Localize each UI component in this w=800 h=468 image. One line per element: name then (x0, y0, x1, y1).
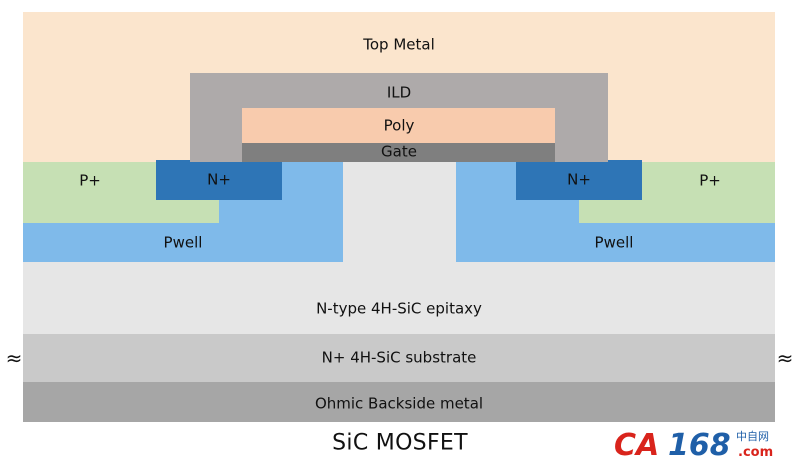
break-mark-left: ≈ (5, 346, 23, 370)
ild-label: ILD (386, 83, 412, 102)
ca168-watermark-logo: CA 168 中自网 .com (614, 428, 773, 463)
logo-letters: CA (614, 428, 659, 463)
n-plus-right-region (516, 160, 642, 200)
n-plus-left-region (156, 160, 282, 200)
epitaxy-label: N-type 4H-SiC epitaxy (316, 299, 482, 318)
backside-metal-layer (23, 382, 775, 422)
substrate-layer (23, 334, 775, 382)
pwell-right-label: Pwell (594, 233, 634, 252)
diagram-title: SiC MOSFET (332, 430, 468, 456)
logo-chinese: 中自网 (736, 430, 769, 443)
gate-label: Gate (381, 142, 417, 161)
poly-label: Poly (383, 116, 415, 135)
backside-metal-label: Ohmic Backside metal (314, 394, 484, 413)
substrate-label: N+ 4H-SiC substrate (321, 348, 477, 367)
pwell-left-label: Pwell (163, 233, 203, 252)
top-metal-label: Top Metal (363, 35, 435, 54)
n-plus-left-label: N+ (207, 170, 231, 189)
p-plus-left-label: P+ (79, 171, 101, 190)
logo-domain: .com (738, 445, 773, 460)
logo-digits: 168 (668, 428, 731, 463)
break-mark-right: ≈ (776, 346, 794, 370)
gate-layer (242, 143, 555, 162)
n-plus-right-label: N+ (567, 170, 591, 189)
poly-layer (242, 108, 555, 143)
p-plus-right-label: P+ (699, 171, 721, 190)
